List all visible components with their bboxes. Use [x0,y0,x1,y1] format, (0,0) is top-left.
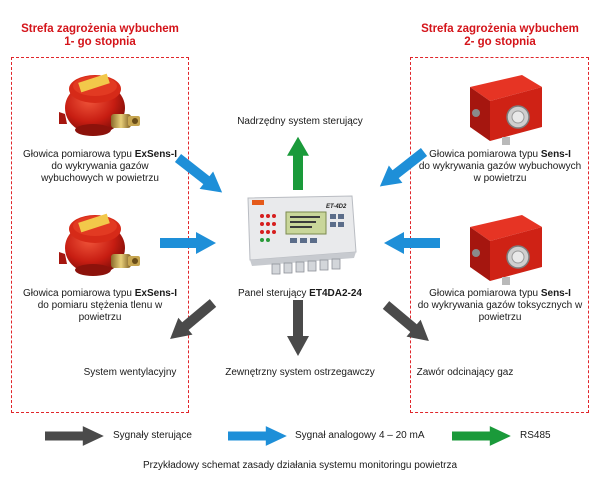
control-arrow-alarm [287,300,309,356]
zone-2-box [410,57,589,413]
analog-arrow-left-top [171,149,229,202]
panel-caption-prefix: Panel sterujący [238,288,307,299]
sens-caption-bottom-prefix: Głowica pomiarowa typu [429,288,539,299]
zone-1-box [11,57,189,413]
exsens-caption-top-prefix: Głowica pomiarowa typu [23,149,132,160]
target-ventilation-label: System wentylacyjny [83,367,177,378]
legend-analog-arrow [228,426,287,446]
exsens-caption-bottom-prefix: Głowica pomiarowa typu [23,288,132,299]
sens-caption-top-desc: do wykrywania gazów wybuchowych w powiet… [418,161,582,184]
figure-caption: Przykładowy schemat zasady działania sys… [142,460,458,471]
panel-caption: Panel sterujący ET4DA2-24 [200,288,400,300]
sens-device-image-top [470,75,542,145]
control-panel-image: ET-4D2 [247,195,357,275]
target-valve-label: Zawór odcinający gaz [416,367,514,378]
zone-2-title: Strefa zagrożenia wybuchem 2- go stopnia [420,23,580,49]
zone-1-title: Strefa zagrożenia wybuchem 1- go stopnia [20,23,180,49]
exsens-caption-top-desc: do wykrywania gazów wybuchowych w powiet… [41,161,159,184]
legend-rs485-arrow [452,426,511,446]
sens-caption-bottom: Głowica pomiarowa typu Sens-I do wykrywa… [416,288,584,324]
target-top-label: Nadrzędny system sterujący [237,116,363,127]
zone-1-title-line1: Strefa zagrożenia wybuchem [21,23,179,35]
legend-control-arrow [45,426,104,446]
sens-caption-bottom-desc: do wykrywania gazów toksycznych w powiet… [417,300,583,323]
analog-arrow-right-bottom [384,232,440,254]
sens-device-image-bottom [470,215,542,285]
zone-2-title-line2: 2- go stopnia [464,36,536,48]
control-arrow-ventilation [163,294,221,348]
legend-analog-label: Sygnał analogowy 4 – 20 mA [295,430,425,441]
panel-badge: ET-4D2 [326,204,347,210]
exsens-device-image-top [59,73,140,136]
sens-caption-top-model: Sens-I [540,149,571,160]
sens-caption-top: Głowica pomiarowa typu Sens-I do wykrywa… [416,149,584,185]
sens-caption-bottom-model: Sens-I [540,288,571,299]
exsens-caption-bottom: Głowica pomiarowa typu ExSens-I do pomia… [20,288,180,324]
exsens-caption-bottom-model: ExSens-I [134,288,177,299]
sens-caption-top-prefix: Głowica pomiarowa typu [429,149,539,160]
analog-arrow-left-bottom [160,232,216,254]
exsens-caption-bottom-desc: do pomiaru stężenia tlenu w powietrzu [37,300,163,323]
exsens-caption-top-model: ExSens-I [134,149,177,160]
control-arrow-valve [378,296,436,350]
exsens-caption-top: Głowica pomiarowa typu ExSens-I do wykry… [20,149,180,185]
target-alarm-label: Zewnętrzny system ostrzegawczy [225,367,375,378]
exsens-device-image-bottom [59,213,140,276]
analog-arrow-right-top [373,143,431,196]
rs485-arrow-up [287,136,309,190]
zone-2-title-line1: Strefa zagrożenia wybuchem [421,23,579,35]
legend-rs485-label: RS485 [520,430,551,441]
zone-1-title-line2: 1- go stopnia [64,36,136,48]
legend-control-label: Sygnały sterujące [113,430,192,441]
panel-caption-model: ET4DA2-24 [309,288,362,299]
